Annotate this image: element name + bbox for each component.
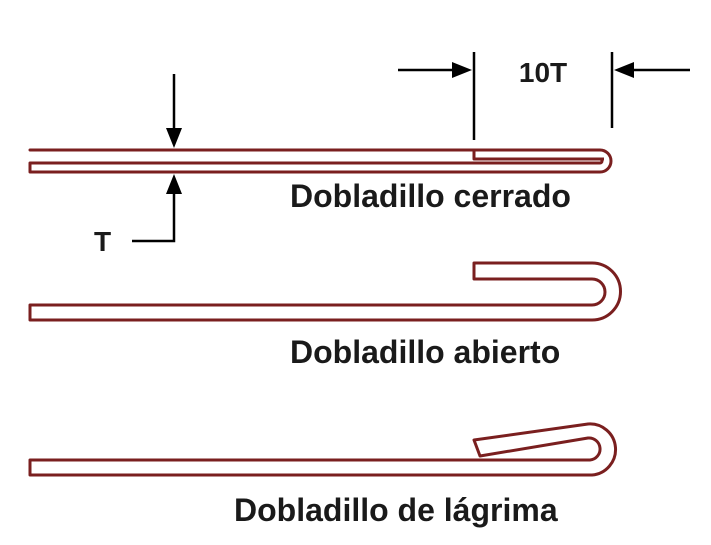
open-hem — [28, 261, 622, 322]
arrow-right-icon — [452, 62, 472, 78]
arrow-left-icon — [614, 62, 634, 78]
arrow-up-icon — [166, 174, 182, 194]
thickness-bottom-leader — [132, 190, 176, 243]
closed-hem-sheet — [28, 148, 613, 174]
thickness-dimension: T — [94, 74, 182, 257]
closed-hem-caption: Dobladillo cerrado — [290, 178, 571, 214]
open-hem-sheet — [28, 261, 622, 322]
teardrop-hem — [28, 422, 617, 477]
teardrop-hem-sheet — [28, 422, 617, 477]
hem-length-dimension: 10T — [398, 52, 690, 140]
teardrop-hem-caption: Dobladillo de lágrima — [234, 492, 558, 528]
thickness-label: T — [94, 226, 111, 257]
open-hem-caption: Dobladillo abierto — [290, 334, 560, 370]
arrow-down-icon — [166, 128, 182, 148]
closed-hem — [28, 148, 613, 174]
hem-length-label: 10T — [519, 57, 567, 88]
